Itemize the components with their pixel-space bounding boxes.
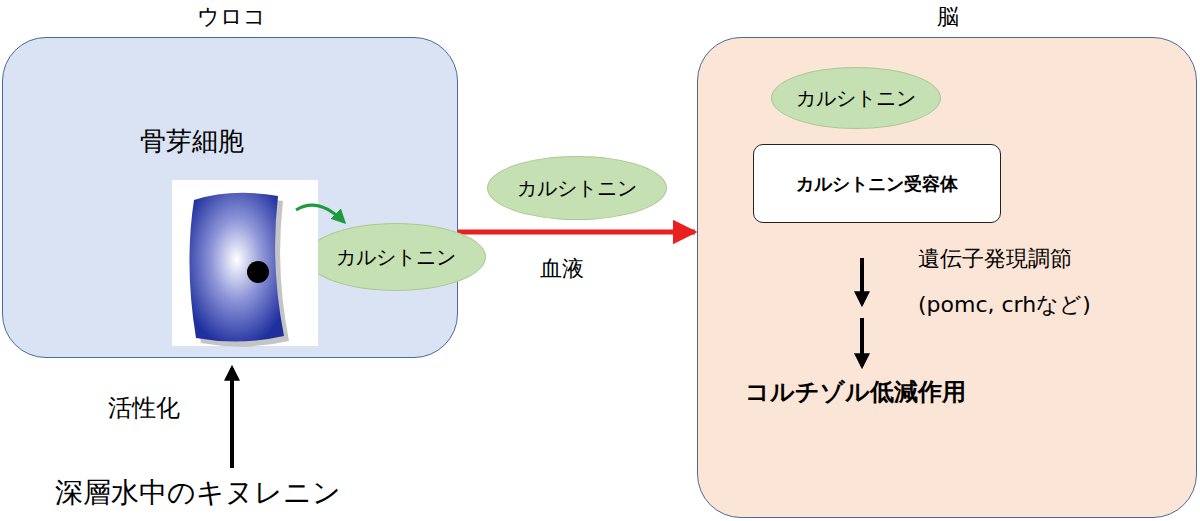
node-text: カルシトニン bbox=[336, 244, 456, 271]
hormone-ellipse: カルシトニン bbox=[487, 156, 667, 220]
receptor-box: カルシトニン受容体 bbox=[753, 144, 1001, 223]
source-label: 深層水中のキヌレニン bbox=[55, 474, 341, 512]
down-arrow bbox=[860, 318, 864, 366]
activation-arrow bbox=[230, 368, 234, 468]
node-text: カルシトニン bbox=[517, 175, 637, 202]
panel-heading: ウロコ bbox=[197, 2, 266, 32]
node-text: カルシトニン受容体 bbox=[796, 172, 958, 196]
down-arrow bbox=[860, 258, 864, 304]
brain-panel: 脳カルシトニンカルシトニン受容体 bbox=[697, 37, 1197, 518]
secretion-arrow bbox=[296, 205, 344, 222]
node-text: カルシトニン bbox=[796, 85, 916, 112]
process-label: 遺伝子発現調節 bbox=[918, 244, 1072, 274]
arrow-label: 活性化 bbox=[108, 392, 180, 424]
scale-panel: ウロコカルシトニン bbox=[2, 37, 458, 358]
gene-label: (pomc, crhなど) bbox=[918, 290, 1091, 320]
cell-label: 骨芽細胞 bbox=[140, 124, 244, 159]
edge-label: 血液 bbox=[540, 254, 584, 284]
hormone-ellipse: カルシトニン bbox=[306, 223, 486, 291]
effect-label: コルチゾル低減作用 bbox=[745, 376, 966, 408]
panel-heading: 脳 bbox=[937, 2, 959, 32]
osteoblast-cell bbox=[172, 180, 318, 347]
blood-arrow bbox=[458, 230, 695, 235]
hormone-ellipse: カルシトニン bbox=[771, 67, 941, 129]
